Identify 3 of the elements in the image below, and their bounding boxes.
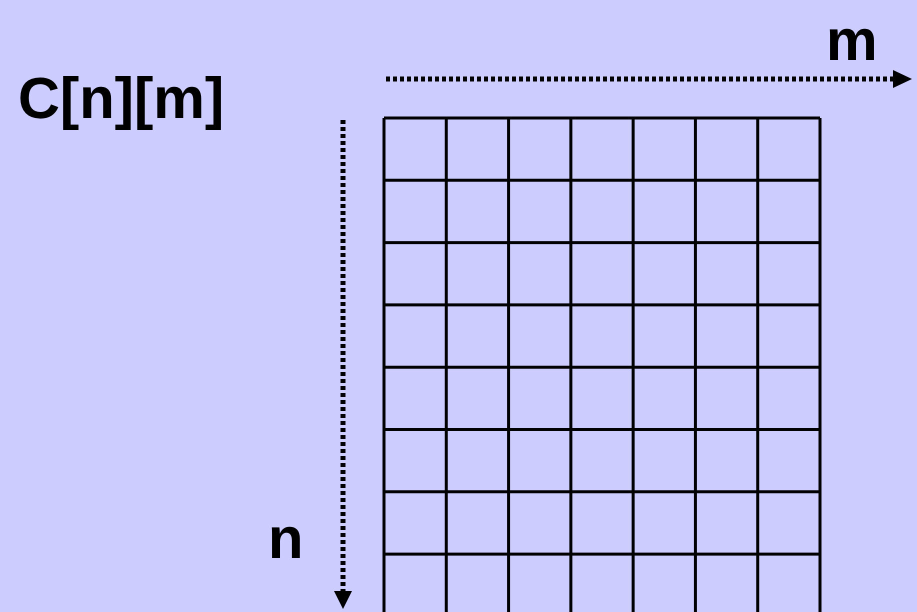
axis-label: n bbox=[268, 510, 304, 568]
axis-label: m bbox=[826, 12, 878, 70]
matrix-title: C[n][m] bbox=[18, 70, 224, 128]
